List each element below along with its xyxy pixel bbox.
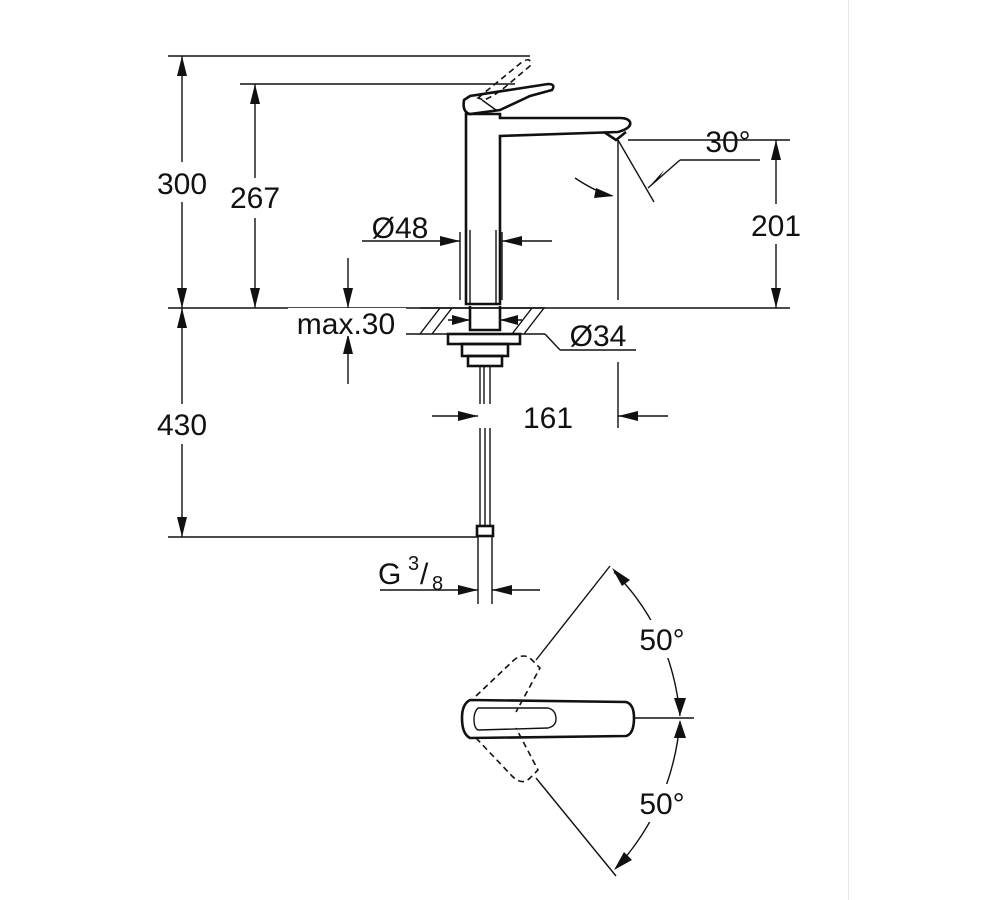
dimension-430: 430: [146, 308, 218, 537]
label-connection-numerator: 3: [408, 553, 419, 575]
supply-hose: [475, 428, 495, 604]
label-diameter-34: Ø34: [570, 320, 627, 353]
label-connection-denominator: 8: [432, 573, 443, 595]
label-267: 267: [230, 182, 280, 215]
dimension-diameter-34: Ø34: [544, 320, 636, 353]
dimension-267: 267: [222, 84, 288, 308]
page-edge-line: [848, 0, 849, 900]
top-view-lever: 50° 50°: [460, 565, 694, 877]
label-lever-angle-down: 50°: [639, 788, 684, 821]
faucet-body: [462, 82, 632, 306]
dimension-spout-angle: 30°: [574, 126, 760, 300]
dimension-connection: G 3 / 8: [378, 553, 540, 595]
dimension-201: 201: [628, 139, 810, 308]
label-lever-angle-up: 50°: [639, 624, 684, 657]
countertop-section: [419, 306, 545, 404]
dimension-diameter-48: Ø48: [362, 212, 552, 300]
dimension-161: 161: [432, 362, 668, 435]
lever-raised-outline: [476, 58, 532, 101]
label-201: 201: [751, 210, 801, 243]
label-connection-g: G: [378, 558, 401, 591]
dimension-300: 300: [150, 56, 214, 308]
label-diameter-48: Ø48: [372, 212, 429, 245]
dimension-max-30: max.30: [288, 258, 420, 384]
label-connection-slash: /: [420, 558, 429, 591]
label-300: 300: [157, 168, 207, 201]
label-161: 161: [523, 402, 573, 435]
label-max-30: max.30: [297, 308, 395, 341]
label-spout-angle: 30°: [705, 126, 750, 159]
label-430: 430: [157, 409, 207, 442]
